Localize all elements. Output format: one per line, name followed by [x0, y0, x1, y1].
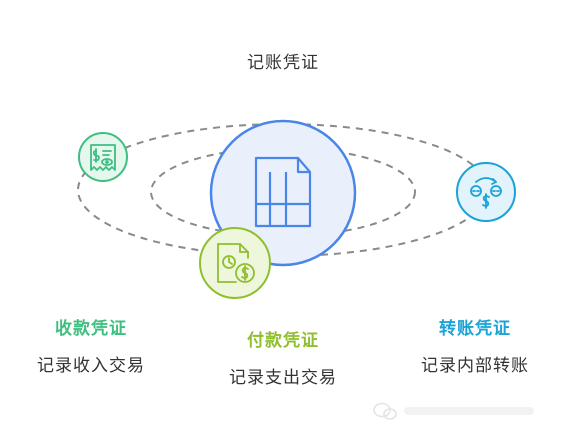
transfer-description: 记录内部转账 — [421, 356, 529, 376]
transfer-node — [456, 162, 516, 222]
receipt-label: 收款凭证 记录收入交易 — [11, 314, 171, 376]
payment-node — [199, 227, 271, 299]
payment-heading: 付款凭证 — [247, 331, 319, 351]
ledger-document-icon — [254, 156, 312, 228]
transfer-heading: 转账凭证 — [439, 319, 511, 339]
wechat-icon — [373, 402, 397, 420]
center-node — [209, 119, 357, 267]
watermark — [373, 402, 534, 420]
receipt-node — [78, 132, 128, 182]
receipt-heading: 收款凭证 — [55, 319, 127, 339]
payment-label: 付款凭证 记录支出交易 — [203, 326, 363, 388]
receipt-description: 记录收入交易 — [37, 356, 145, 376]
watermark-text-blur — [404, 407, 534, 415]
transfer-label: 转账凭证 记录内部转账 — [395, 314, 555, 376]
payment-description: 记录支出交易 — [229, 368, 337, 388]
transfer-people-icon — [470, 177, 502, 209]
diagram-title: 记账凭证 — [247, 53, 319, 73]
receipt-icon — [90, 144, 116, 171]
payment-document-icon — [217, 243, 255, 283]
